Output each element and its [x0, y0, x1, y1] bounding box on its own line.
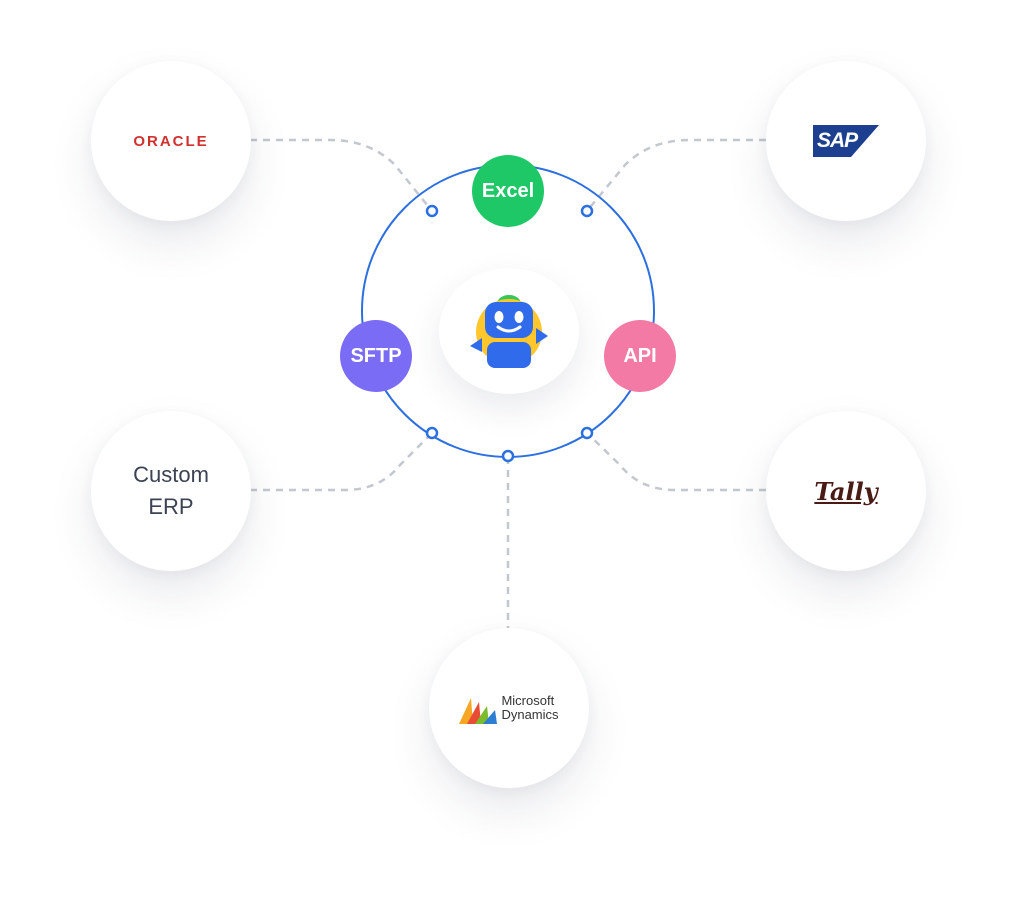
microsoft-dynamics-line2: Dynamics: [501, 707, 559, 722]
oracle-logo: ORACLE: [133, 132, 209, 150]
node-tally: Tally: [766, 411, 926, 571]
node-sap: SAP: [766, 61, 926, 221]
dynamics-bars-icon: [459, 698, 498, 724]
node-custom-erp: Custom ERP: [91, 411, 251, 571]
link-custom-erp: [250, 432, 433, 492]
center-hub: [439, 268, 579, 394]
node-oracle: ORACLE: [91, 61, 251, 221]
link-oracle: [250, 138, 433, 212]
ring-port-bottom: [501, 449, 515, 463]
custom-erp-line1: Custom: [133, 462, 209, 487]
ring-port-bottom-right: [580, 426, 594, 440]
sap-logo-shape: [813, 125, 879, 157]
connector-sftp-label: SFTP: [350, 344, 402, 367]
connector-api: API: [604, 320, 676, 392]
microsoft-dynamics-text: Microsoft Dynamics: [501, 694, 558, 722]
microsoft-dynamics-line1: Microsoft: [501, 693, 555, 708]
custom-erp-label: Custom ERP: [133, 459, 209, 523]
tally-logo: Tally: [814, 476, 878, 506]
node-microsoft-dynamics: Microsoft Dynamics: [429, 628, 589, 788]
link-sap: [586, 138, 766, 212]
ring-port-bottom-left: [425, 426, 439, 440]
sap-logo: SAP: [813, 125, 879, 157]
ring-port-top-right: [580, 204, 594, 218]
connector-excel: Excel: [472, 155, 544, 227]
custom-erp-line2: ERP: [148, 494, 194, 519]
connector-sftp: SFTP: [340, 320, 412, 392]
sap-logo-text: SAP: [817, 129, 858, 152]
ring-port-top-left: [425, 204, 439, 218]
connector-api-label: API: [623, 344, 657, 367]
link-tally: [586, 432, 766, 492]
microsoft-dynamics-logo: Microsoft Dynamics: [459, 692, 559, 724]
robot-icon: [470, 295, 548, 368]
connector-excel-label: Excel: [481, 179, 535, 202]
